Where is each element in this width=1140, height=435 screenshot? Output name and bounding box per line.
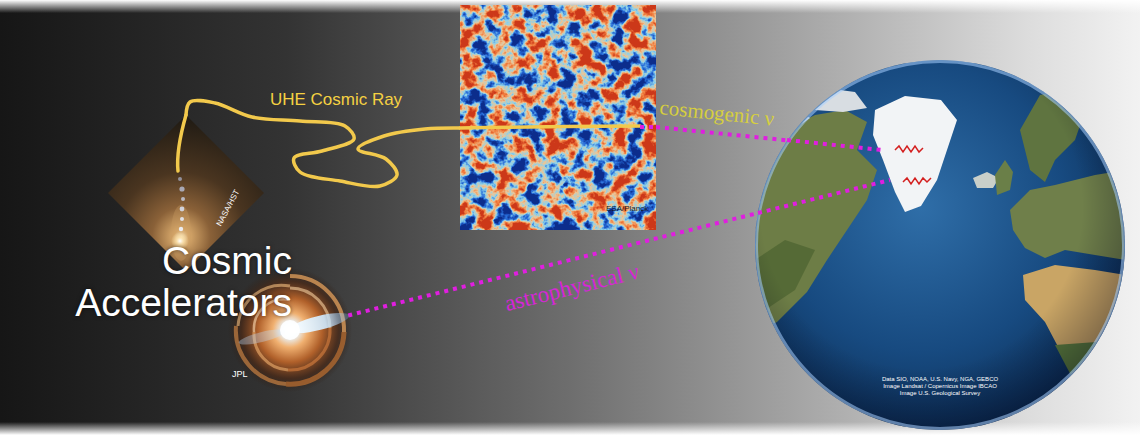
- counter-jet: [238, 326, 287, 347]
- particle-label: cosmogenic ν: [659, 95, 776, 131]
- jet-knot: [179, 186, 184, 191]
- neutrino-track: [758, 180, 890, 213]
- neutrino-track: [640, 125, 656, 129]
- detector-array: [895, 146, 923, 152]
- cmb-anisotropy: [460, 5, 656, 230]
- particle-label: astrophysical ν: [502, 259, 642, 318]
- disk-swirl: [286, 332, 344, 384]
- neutrino-track: [787, 140, 882, 150]
- imagery-credit: Data SIO, NOAA, U.S. Navy, NGA, GEBCO Im…: [875, 376, 1005, 397]
- atmosphere: [757, 62, 1124, 429]
- jet-knot: [178, 177, 182, 181]
- earth-globe-image: [755, 60, 1125, 430]
- jet-knot: [181, 197, 185, 201]
- cosmic-ray-track: [460, 126, 640, 128]
- globe-shading: [755, 60, 1125, 430]
- cosmic-ray-track: [178, 115, 186, 171]
- ocean: [755, 60, 1125, 430]
- detector-array: [903, 178, 931, 184]
- cmb-map: ESA/Planck: [460, 5, 656, 230]
- jet-knot: [180, 207, 185, 212]
- section-title: Cosmic Accelerators: [52, 240, 292, 324]
- particle-label: UHE Cosmic Ray: [270, 90, 402, 110]
- credit-watermark: ESA/Planck: [606, 204, 648, 213]
- jet-knot: [179, 227, 183, 231]
- cmb-map-image: [460, 5, 656, 230]
- earth-globe: Data SIO, NOAA, U.S. Navy, NGA, GEBCO Im…: [755, 60, 1125, 430]
- credit-watermark: JPL: [232, 369, 248, 379]
- jet-knot: [180, 217, 184, 221]
